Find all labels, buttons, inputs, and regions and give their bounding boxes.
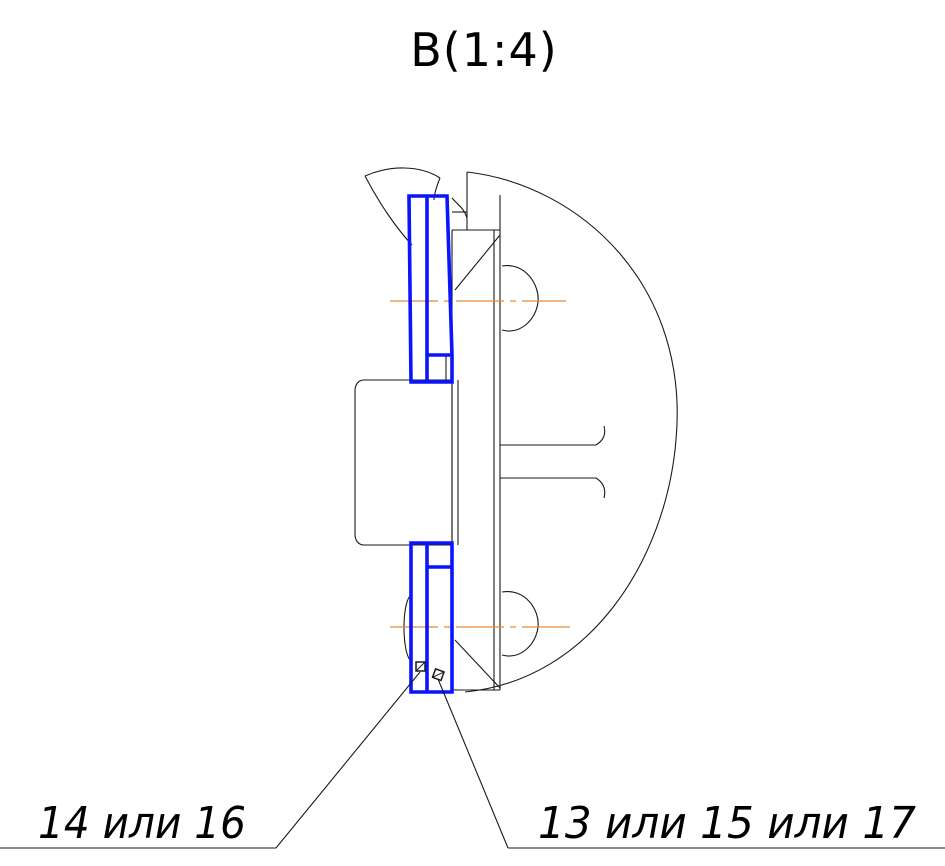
highlighted-washer-lower <box>409 541 454 694</box>
centerlines <box>390 300 570 628</box>
marker-left <box>415 661 426 672</box>
bolt-head-upper <box>501 265 539 332</box>
central-hub <box>354 355 459 546</box>
lower-fragment <box>403 595 411 661</box>
bolt-head-lower <box>501 591 539 657</box>
highlighted-washer-upper <box>407 194 454 384</box>
callout-right-label: 13 или 15 или 17 <box>538 798 916 849</box>
view-title: В(1:4) <box>410 23 557 77</box>
callout-left-label: 14 или 16 <box>38 798 246 849</box>
leader-lines <box>0 671 945 849</box>
center-slot <box>500 425 606 499</box>
housing-cover <box>451 171 678 693</box>
marker-right <box>431 667 446 682</box>
